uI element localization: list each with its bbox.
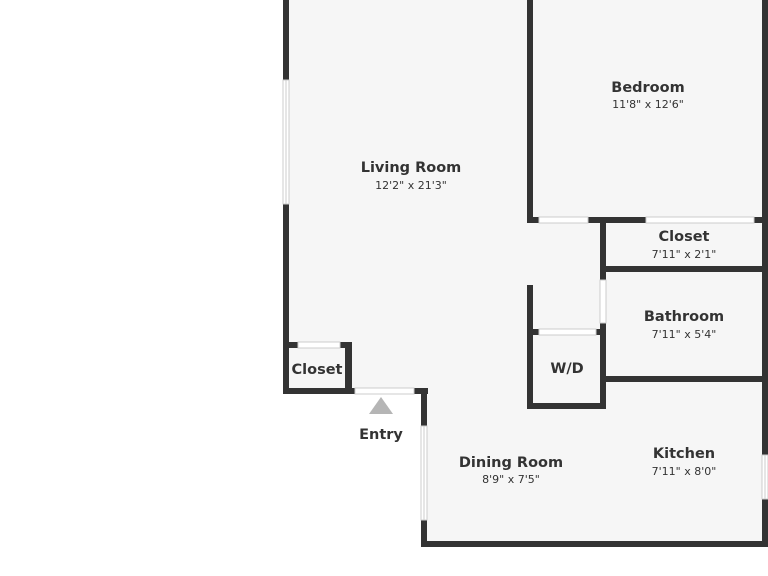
washer-dryer-name: W/D: [550, 361, 583, 377]
living-room-name: Living Room: [361, 160, 462, 176]
wall-bedroom-south-a: [527, 217, 539, 223]
wall-bedroom-west: [527, 0, 533, 223]
entry-arrow-icon: [369, 397, 393, 414]
wall-east-lower: [762, 499, 768, 547]
wall-closet-west: [600, 220, 606, 280]
wall-closet-south: [600, 266, 768, 272]
living-room-dims: 12'2" x 21'3": [375, 179, 447, 192]
wall-bedroom-south-c: [754, 217, 768, 223]
wall-bath-south: [600, 376, 768, 382]
wall-wd-top-right: [596, 329, 606, 335]
bedroom-closet-name: Closet: [659, 229, 710, 245]
wall-wd-west: [527, 285, 533, 409]
wall-east-upper: [762, 0, 768, 455]
door-bedroom-closet: [645, 216, 755, 224]
wall-wd-top-left: [527, 329, 539, 335]
door-bathroom: [599, 279, 607, 324]
door-washer-dryer: [538, 328, 597, 336]
wall-south-living: [283, 388, 355, 394]
wall-entry-closet-top-left: [286, 342, 298, 348]
wall-bath-west: [600, 323, 606, 409]
wall-wd-south: [527, 403, 606, 409]
wall-bedroom-south-b: [588, 217, 646, 223]
wall-west-dining-upper: [421, 388, 427, 426]
dining-room-dims: 8'9" x 7'5": [482, 473, 540, 486]
wall-entry-closet-east: [345, 342, 352, 394]
bedroom-name: Bedroom: [611, 80, 684, 96]
door-openings: [297, 216, 755, 395]
windows: [282, 79, 768, 521]
door-entry-closet: [297, 341, 341, 349]
entry-closet-name: Closet: [292, 362, 343, 378]
kitchen-name: Kitchen: [653, 446, 715, 462]
outer-walls: [283, 0, 768, 547]
door-bedroom: [538, 216, 589, 224]
floor-area: [286, 0, 768, 545]
bedroom-closet-dims: 7'11" x 2'1": [652, 248, 717, 261]
interior-walls: [286, 0, 768, 409]
bedroom-dims: 11'8" x 12'6": [612, 98, 684, 111]
bathroom-dims: 7'11" x 5'4": [652, 328, 717, 341]
entry-label: Entry: [359, 427, 403, 443]
dining-room-name: Dining Room: [459, 455, 563, 471]
bathroom-name: Bathroom: [644, 309, 724, 325]
wall-south: [421, 541, 768, 547]
kitchen-dims: 7'11" x 8'0": [652, 465, 717, 478]
wall-west-upper: [283, 0, 289, 80]
wall-west-dining-lower: [421, 520, 427, 547]
wall-west-lower: [283, 204, 289, 394]
door-entry: [354, 387, 415, 395]
